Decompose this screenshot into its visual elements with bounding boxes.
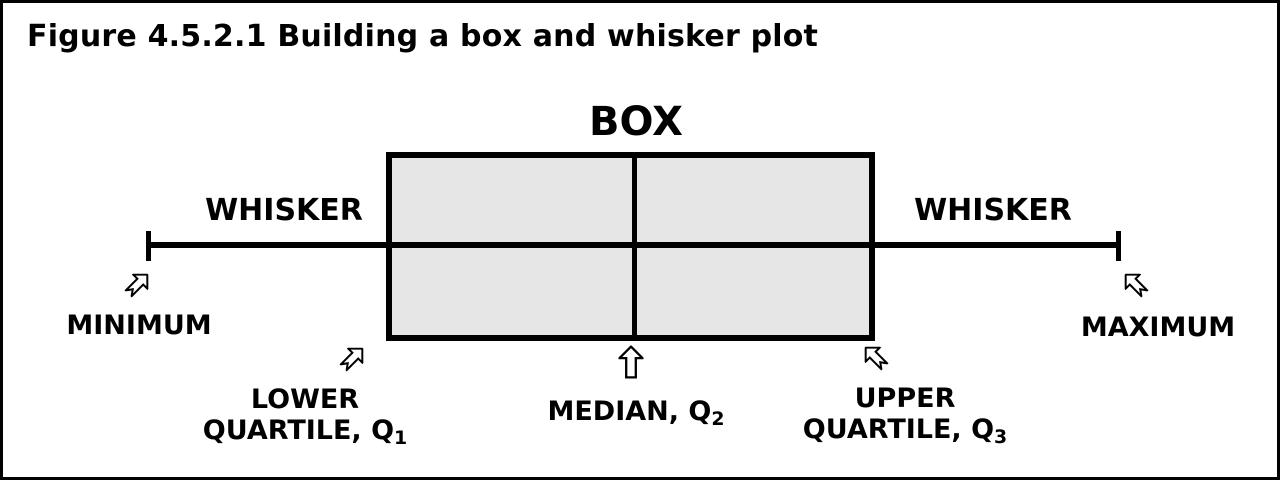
box-label: BOX [589, 99, 683, 145]
upper-quartile-arrow-icon [857, 339, 892, 374]
upper-quartile-line1: UPPER [854, 383, 956, 414]
right-whisker-label: WHISKER [914, 193, 1072, 228]
lower-quartile-line1: LOWER [250, 384, 360, 415]
maximum-label: MAXIMUM [1080, 312, 1236, 343]
left-whisker-label: WHISKER [205, 193, 363, 228]
q1-subscript: 1 [394, 427, 408, 450]
right-whisker-cap [1116, 231, 1121, 261]
lower-quartile-label: LOWER QUARTILE, Q1 [203, 384, 407, 449]
q2-subscript: 2 [711, 408, 725, 431]
lower-quartile-arrow-icon [335, 340, 370, 375]
minimum-arrow-icon [120, 266, 155, 301]
median-arrow-icon [618, 345, 644, 379]
upper-quartile-line2: QUARTILE, Q3 [802, 414, 1008, 449]
q3-subscript: 3 [994, 426, 1008, 449]
lower-quartile-line2: QUARTILE, Q1 [202, 415, 408, 450]
figure-title: Figure 4.5.2.1 Building a box and whiske… [27, 19, 819, 54]
left-whisker-cap [146, 231, 151, 261]
maximum-arrow-icon [1117, 266, 1152, 301]
median-label: MEDIAN, Q2 [547, 396, 725, 431]
upper-quartile-label: UPPER QUARTILE, Q3 [803, 383, 1007, 448]
median-line [632, 152, 637, 341]
minimum-label: MINIMUM [66, 310, 212, 341]
